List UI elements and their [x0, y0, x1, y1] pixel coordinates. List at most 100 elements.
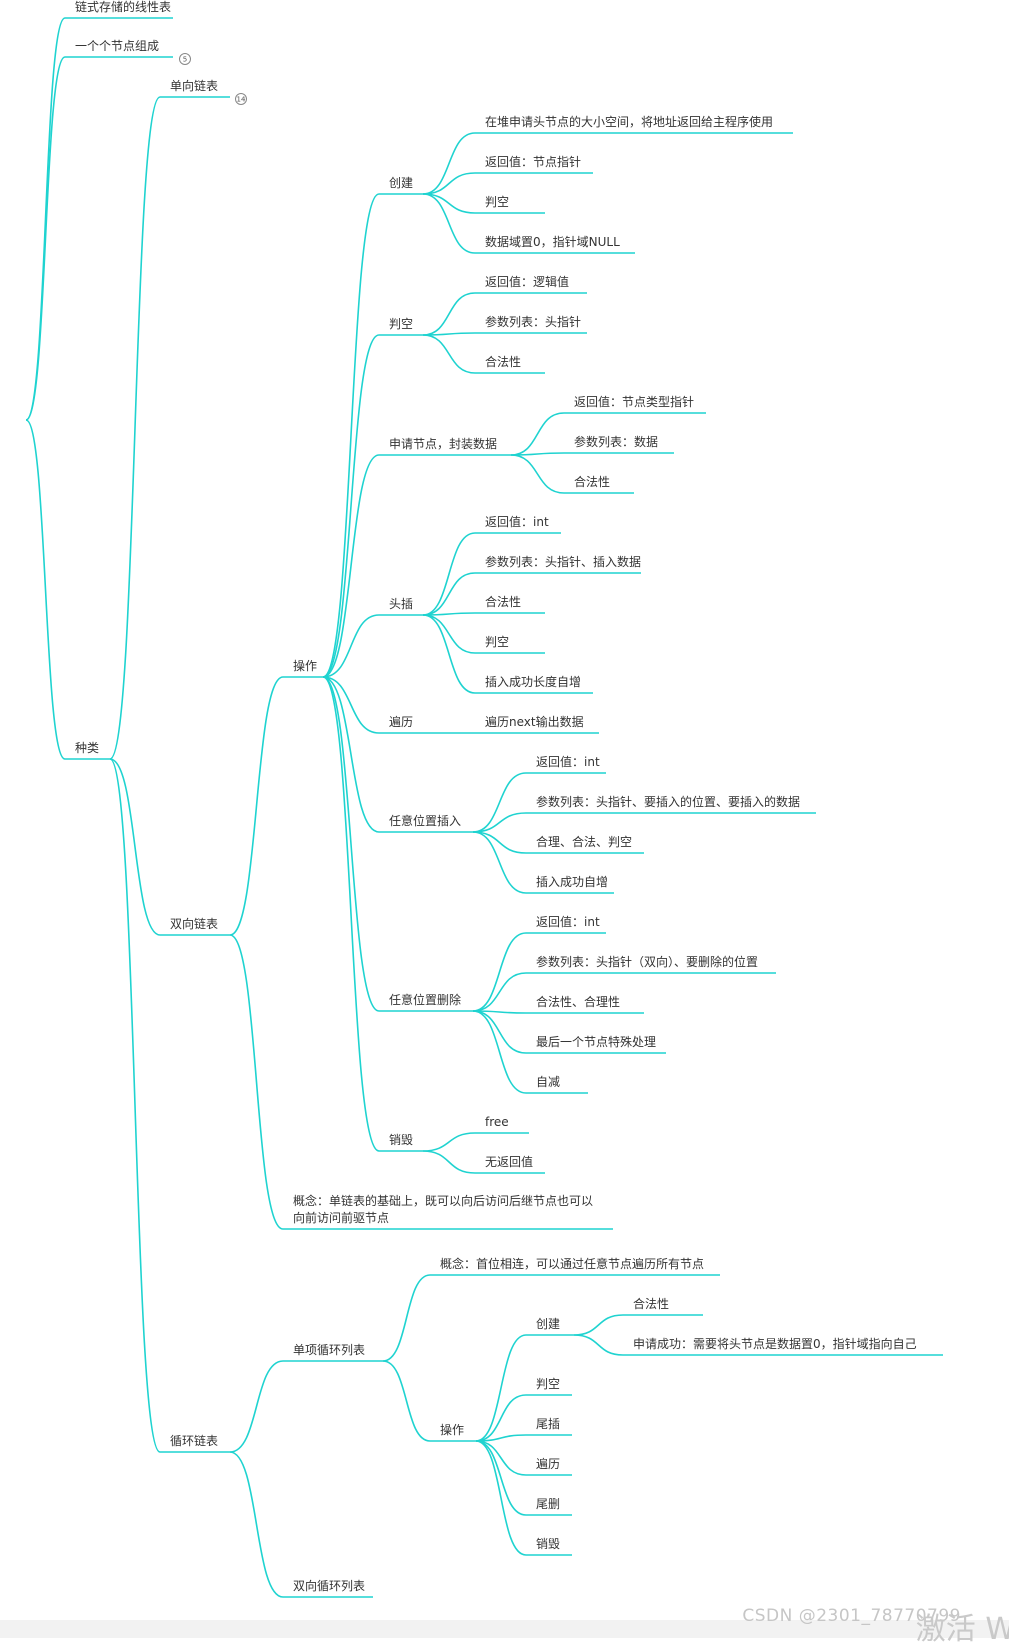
- branch-connector: [472, 972, 527, 1012]
- branch-connector: [510, 412, 565, 456]
- node-op-destroy[interactable]: 销毁: [379, 1132, 423, 1152]
- badge-single-node-ring: [179, 53, 191, 65]
- node-singly-list[interactable]: 单向链表: [160, 78, 230, 98]
- branch-connector: [229, 934, 284, 1230]
- any-insert-item-2-label: 参数列表：头指针、要插入的位置、要插入的数据: [536, 794, 800, 809]
- any-delete-item-1[interactable]: 返回值：int: [526, 914, 606, 934]
- csdn-watermark: CSDN @2301_78770799: [742, 1606, 961, 1626]
- node-op-apply-node[interactable]: 申请节点，封装数据: [379, 436, 511, 456]
- any-delete-item-4-label: 最后一个节点特殊处理: [536, 1034, 656, 1049]
- footer-bar: [0, 1620, 1009, 1638]
- circular-op-item-3[interactable]: 遍历: [526, 1457, 572, 1476]
- create-item-1[interactable]: 在堆申请头节点的大小空间，将地址返回给主程序使用: [475, 114, 793, 134]
- branch-connector: [472, 831, 527, 854]
- node-circular-concept[interactable]: 概念：首位相连，可以通过任意节点遍历所有节点: [430, 1256, 720, 1276]
- destroy-item-1[interactable]: free: [475, 1115, 529, 1134]
- branch-connector: [422, 172, 476, 195]
- node-op-any-insert[interactable]: 任意位置插入: [379, 813, 473, 833]
- node-doubly-list[interactable]: 双向链表: [160, 916, 230, 936]
- node-top-partial-label: 链式存储的线性表: [75, 0, 171, 14]
- head-insert-item-2[interactable]: 参数列表：头指针、插入数据: [475, 554, 641, 574]
- node-circular-create-label: 创建: [536, 1317, 560, 1331]
- apply-node-item-1[interactable]: 返回值：节点类型指针: [564, 394, 706, 414]
- any-delete-item-5-label: 自减: [536, 1075, 560, 1089]
- any-insert-item-2[interactable]: 参数列表：头指针、要插入的位置、要插入的数据: [526, 794, 816, 814]
- any-delete-item-2[interactable]: 参数列表：头指针（双向）、要删除的位置: [526, 954, 776, 974]
- circular-op-item-2[interactable]: 尾插: [526, 1417, 572, 1436]
- create-item-2-label: 返回值：节点指针: [485, 154, 581, 169]
- create-item-3-label: 判空: [485, 195, 509, 209]
- branch-connector: [229, 1451, 284, 1598]
- branch-connector: [422, 193, 476, 254]
- branch-connector: [475, 1440, 527, 1516]
- node-double-circular-label: 双向循环列表: [293, 1578, 365, 1593]
- circular-create-item-2[interactable]: 申请成功：需要将头节点是数据置0，指针域指向自己: [623, 1336, 943, 1356]
- badge-singly-list[interactable]: 14: [235, 93, 247, 105]
- head-insert-item-4[interactable]: 判空: [475, 635, 545, 654]
- head-insert-item-5[interactable]: 插入成功长度自增: [475, 674, 593, 694]
- traverse-item-1-label: 遍历next输出数据: [485, 714, 584, 729]
- branch-connector: [472, 1010, 527, 1094]
- circular-op-item-5-label: 销毁: [536, 1536, 560, 1551]
- badge-singly-list-count: 14: [237, 96, 246, 104]
- empty-check-item-1[interactable]: 返回值：逻辑值: [475, 274, 587, 294]
- branch-connector: [510, 454, 565, 494]
- branch-connector: [322, 676, 380, 734]
- node-op-head-insert[interactable]: 头插: [379, 597, 423, 616]
- node-top-partial[interactable]: 链式存储的线性表: [65, 0, 173, 19]
- circular-create-item-1[interactable]: 合法性: [623, 1296, 703, 1316]
- node-circular-operations[interactable]: 操作: [430, 1422, 476, 1442]
- apply-node-item-3[interactable]: 合法性: [564, 474, 634, 494]
- circular-create-item-2-label: 申请成功：需要将头节点是数据置0，指针域指向自己: [633, 1336, 917, 1351]
- node-single-node[interactable]: 一个个节点组成: [65, 39, 173, 58]
- apply-node-item-2[interactable]: 参数列表：数据: [564, 434, 674, 454]
- node-circular-list[interactable]: 循环链表: [160, 1433, 230, 1453]
- branch-connector: [25, 56, 66, 421]
- head-insert-item-1-label: 返回值：int: [485, 514, 549, 529]
- empty-check-item-3-label: 合法性: [485, 354, 521, 369]
- node-operations[interactable]: 操作: [283, 658, 323, 678]
- branch-connector: [422, 614, 476, 654]
- node-op-empty-check-label: 判空: [389, 317, 413, 331]
- node-circular-create[interactable]: 创建: [526, 1317, 574, 1336]
- badge-single-node-count: 5: [183, 56, 187, 64]
- node-op-traverse[interactable]: 遍历: [379, 715, 439, 734]
- any-insert-item-3[interactable]: 合理、合法、判空: [526, 834, 644, 854]
- traverse-item-1[interactable]: 遍历next输出数据: [475, 714, 599, 734]
- node-op-empty-check[interactable]: 判空: [379, 317, 423, 336]
- node-singly-list-label: 单向链表: [170, 78, 218, 93]
- badge-single-node[interactable]: 5: [179, 53, 191, 65]
- any-insert-item-4[interactable]: 插入成功自增: [526, 875, 614, 894]
- node-op-any-delete[interactable]: 任意位置删除: [379, 992, 473, 1012]
- circular-op-item-4[interactable]: 尾删: [526, 1497, 572, 1516]
- any-delete-item-3[interactable]: 合法性、合理性: [526, 994, 644, 1014]
- branch-connector: [472, 831, 527, 894]
- any-delete-item-5[interactable]: 自减: [526, 1075, 588, 1094]
- any-insert-item-1[interactable]: 返回值：int: [526, 754, 606, 774]
- create-item-3[interactable]: 判空: [475, 195, 545, 214]
- create-item-4-label: 数据域置0，指针域NULL: [485, 234, 620, 249]
- node-single-circular[interactable]: 单项循环列表: [283, 1343, 383, 1362]
- empty-check-item-3[interactable]: 合法性: [475, 354, 545, 374]
- head-insert-item-5-label: 插入成功长度自增: [485, 674, 581, 689]
- circular-op-item-1[interactable]: 判空: [526, 1377, 572, 1396]
- create-item-1-label: 在堆申请头节点的大小空间，将地址返回给主程序使用: [485, 114, 773, 129]
- node-double-circular[interactable]: 双向循环列表: [283, 1578, 373, 1598]
- head-insert-item-3[interactable]: 合法性: [475, 594, 545, 614]
- circular-op-item-5[interactable]: 销毁: [526, 1536, 572, 1556]
- mindmap-nodes: 链式存储的线性表一个个节点组成种类5单向链表双向链表循环链表14操作概念：单链表…: [65, 0, 943, 1598]
- any-delete-item-4[interactable]: 最后一个节点特殊处理: [526, 1034, 666, 1054]
- node-doubly-concept-label-2: 向前访问前驱节点: [293, 1210, 389, 1225]
- node-op-any-insert-label: 任意位置插入: [389, 813, 461, 828]
- node-op-create[interactable]: 创建: [379, 176, 423, 195]
- create-item-4[interactable]: 数据域置0，指针域NULL: [475, 234, 635, 254]
- node-circular-concept-label: 概念：首位相连，可以通过任意节点遍历所有节点: [440, 1256, 704, 1271]
- create-item-2[interactable]: 返回值：节点指针: [475, 154, 593, 174]
- branch-connector: [472, 812, 527, 833]
- head-insert-item-1[interactable]: 返回值：int: [475, 514, 561, 534]
- destroy-item-2[interactable]: 无返回值: [475, 1154, 545, 1174]
- any-insert-item-3-label: 合理、合法、判空: [536, 834, 632, 849]
- empty-check-item-2[interactable]: 参数列表：头指针: [475, 314, 587, 334]
- node-kinds[interactable]: 种类: [65, 741, 110, 760]
